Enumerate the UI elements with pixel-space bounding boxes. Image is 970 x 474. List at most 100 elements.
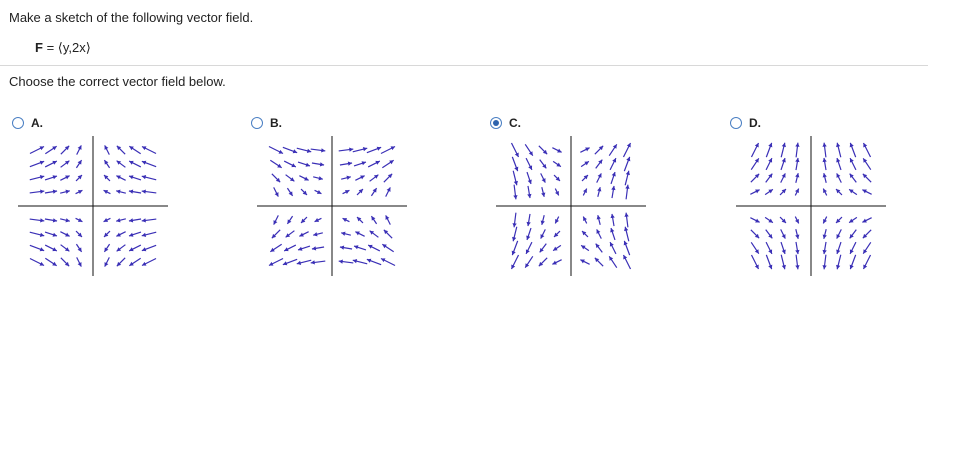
vector-arrow bbox=[780, 157, 786, 171]
vector-arrow bbox=[381, 243, 395, 253]
vector-arrow bbox=[581, 230, 589, 238]
vector-arrow bbox=[141, 175, 157, 181]
vector-arrow bbox=[765, 229, 773, 239]
vector-arrow bbox=[29, 218, 45, 223]
vector-arrow bbox=[538, 257, 548, 267]
vector-arrow bbox=[141, 218, 157, 223]
vector-arrow bbox=[765, 142, 773, 158]
vector-arrow bbox=[596, 229, 602, 239]
vector-arrow bbox=[610, 171, 616, 185]
option-d[interactable]: D. bbox=[730, 114, 900, 284]
vector-arrow bbox=[580, 160, 590, 168]
vector-arrow bbox=[60, 189, 70, 194]
vector-arrow bbox=[780, 142, 786, 158]
vector-arrow bbox=[269, 243, 283, 253]
vector-arrow bbox=[141, 231, 157, 237]
vector-arrow bbox=[554, 216, 560, 224]
vector-arrow bbox=[553, 230, 561, 238]
formula-rhs: = ⟨y,2x⟩ bbox=[42, 40, 91, 55]
option-c[interactable]: C. bbox=[490, 114, 660, 284]
vector-arrow bbox=[597, 187, 602, 197]
vector-arrow bbox=[44, 160, 58, 168]
vector-arrow bbox=[836, 157, 842, 171]
vector-field-formula: F = ⟨y,2x⟩ bbox=[35, 40, 91, 56]
vector-arrow bbox=[862, 173, 872, 183]
vector-arrow bbox=[60, 218, 70, 223]
option-a-radio[interactable] bbox=[12, 117, 24, 129]
vector-arrow bbox=[385, 215, 391, 225]
vector-arrow bbox=[356, 188, 364, 196]
vector-arrow bbox=[554, 188, 560, 196]
vector-arrow bbox=[128, 160, 142, 168]
vector-arrow bbox=[44, 257, 58, 267]
vector-arrow bbox=[849, 241, 857, 255]
vector-arrow bbox=[286, 215, 294, 225]
vector-arrow bbox=[381, 159, 395, 169]
vector-arrow bbox=[849, 173, 857, 183]
option-d-label[interactable]: D. bbox=[730, 114, 761, 132]
vector-arrow bbox=[512, 170, 518, 186]
vector-arrow bbox=[116, 145, 126, 155]
vector-arrow bbox=[75, 174, 83, 182]
vector-arrow bbox=[128, 244, 142, 252]
vector-arrow bbox=[822, 254, 827, 270]
vector-arrow bbox=[765, 157, 773, 171]
option-b-label[interactable]: B. bbox=[251, 114, 282, 132]
vector-arrow bbox=[625, 184, 630, 200]
vector-arrow bbox=[339, 161, 353, 166]
option-d-letter: D. bbox=[749, 116, 761, 130]
vector-arrow bbox=[622, 142, 632, 158]
vector-arrow bbox=[103, 174, 111, 182]
option-d-vector-field bbox=[736, 136, 886, 276]
vector-arrow bbox=[526, 171, 532, 185]
vector-arrow bbox=[296, 147, 312, 153]
vector-arrow bbox=[128, 257, 142, 267]
vector-arrow bbox=[822, 142, 827, 158]
vector-arrow bbox=[116, 231, 126, 237]
option-b-radio[interactable] bbox=[251, 117, 263, 129]
vector-arrow bbox=[862, 241, 872, 255]
vector-arrow bbox=[610, 213, 615, 227]
vector-arrow bbox=[836, 142, 842, 158]
vector-arrow bbox=[780, 254, 786, 270]
option-a-vector-field bbox=[18, 136, 168, 276]
vector-arrow bbox=[314, 189, 322, 195]
vector-arrow bbox=[269, 159, 283, 169]
vector-arrow bbox=[75, 189, 83, 195]
vector-arrow bbox=[609, 241, 617, 255]
vector-arrow bbox=[75, 243, 83, 253]
option-a-letter: A. bbox=[31, 116, 43, 130]
vector-arrow bbox=[116, 257, 126, 267]
vector-arrow bbox=[596, 215, 601, 225]
vector-arrow bbox=[286, 187, 294, 197]
vector-arrow bbox=[311, 162, 325, 167]
option-b[interactable]: B. bbox=[251, 114, 421, 284]
option-c-radio[interactable] bbox=[490, 117, 502, 129]
vector-arrow bbox=[524, 143, 534, 157]
option-a[interactable]: A. bbox=[12, 114, 182, 284]
vector-arrow bbox=[835, 216, 843, 224]
vector-arrow bbox=[580, 147, 590, 153]
vector-arrow bbox=[765, 241, 773, 255]
vector-arrow bbox=[539, 243, 547, 253]
vector-arrow bbox=[313, 176, 323, 181]
vector-arrow bbox=[29, 231, 45, 237]
vector-arrow bbox=[541, 187, 546, 197]
option-d-radio[interactable] bbox=[730, 117, 742, 129]
question-prompt: Make a sketch of the following vector fi… bbox=[9, 10, 254, 25]
vector-arrow bbox=[141, 160, 157, 168]
vector-arrow bbox=[44, 189, 58, 194]
vector-arrow bbox=[511, 156, 519, 172]
option-a-label[interactable]: A. bbox=[12, 114, 43, 132]
vector-arrow bbox=[540, 173, 546, 183]
vector-arrow bbox=[580, 259, 590, 265]
vector-arrow bbox=[268, 145, 284, 155]
vector-arrow bbox=[60, 160, 70, 168]
vector-arrow bbox=[526, 227, 532, 241]
vector-arrow bbox=[822, 157, 827, 171]
vector-arrow bbox=[141, 244, 157, 252]
vector-arrow bbox=[313, 232, 323, 237]
option-c-label[interactable]: C. bbox=[490, 114, 521, 132]
vector-arrow bbox=[595, 243, 603, 253]
vector-arrow bbox=[512, 212, 517, 228]
